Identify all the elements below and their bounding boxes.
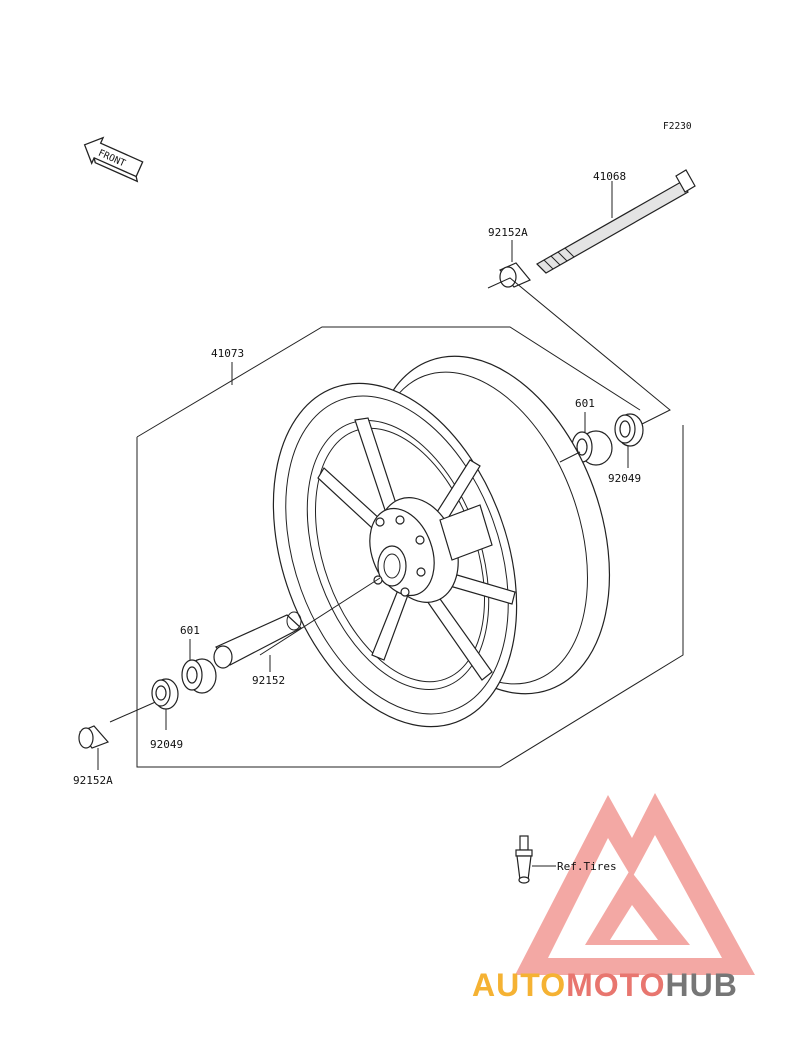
- collar-top: [499, 262, 531, 288]
- valve-icon: [515, 835, 533, 884]
- bearing-left: [181, 658, 217, 694]
- axle: [536, 169, 696, 274]
- front-arrow-icon: FRONT: [83, 136, 144, 183]
- reference-label: Ref.Tires: [557, 860, 617, 873]
- wheel: [272, 355, 611, 728]
- collar-bottom: [78, 725, 110, 749]
- spacer: [213, 611, 303, 669]
- label-wheel: 41073: [211, 347, 244, 360]
- label-collar-top: 92152A: [488, 226, 528, 239]
- seal-right: [614, 413, 644, 447]
- seal-left: [151, 678, 179, 710]
- watermark-moto: MOTO: [566, 967, 665, 1003]
- label-axle: 41068: [593, 170, 626, 183]
- label-bearing-left: 601: [180, 624, 200, 637]
- watermark-hub: HUB: [665, 967, 737, 1003]
- watermark-logo: [515, 793, 755, 975]
- label-collar-bottom: 92152A: [73, 774, 113, 787]
- label-seal-left: 92049: [150, 738, 183, 751]
- label-bearing-right: 601: [575, 397, 595, 410]
- watermark-text: AUTOMOTOHUB: [472, 967, 738, 1003]
- watermark-auto: AUTO: [472, 967, 566, 1003]
- figure-code: F2230: [663, 121, 692, 132]
- label-spacer: 92152: [252, 674, 285, 687]
- label-seal-right: 92049: [608, 472, 641, 485]
